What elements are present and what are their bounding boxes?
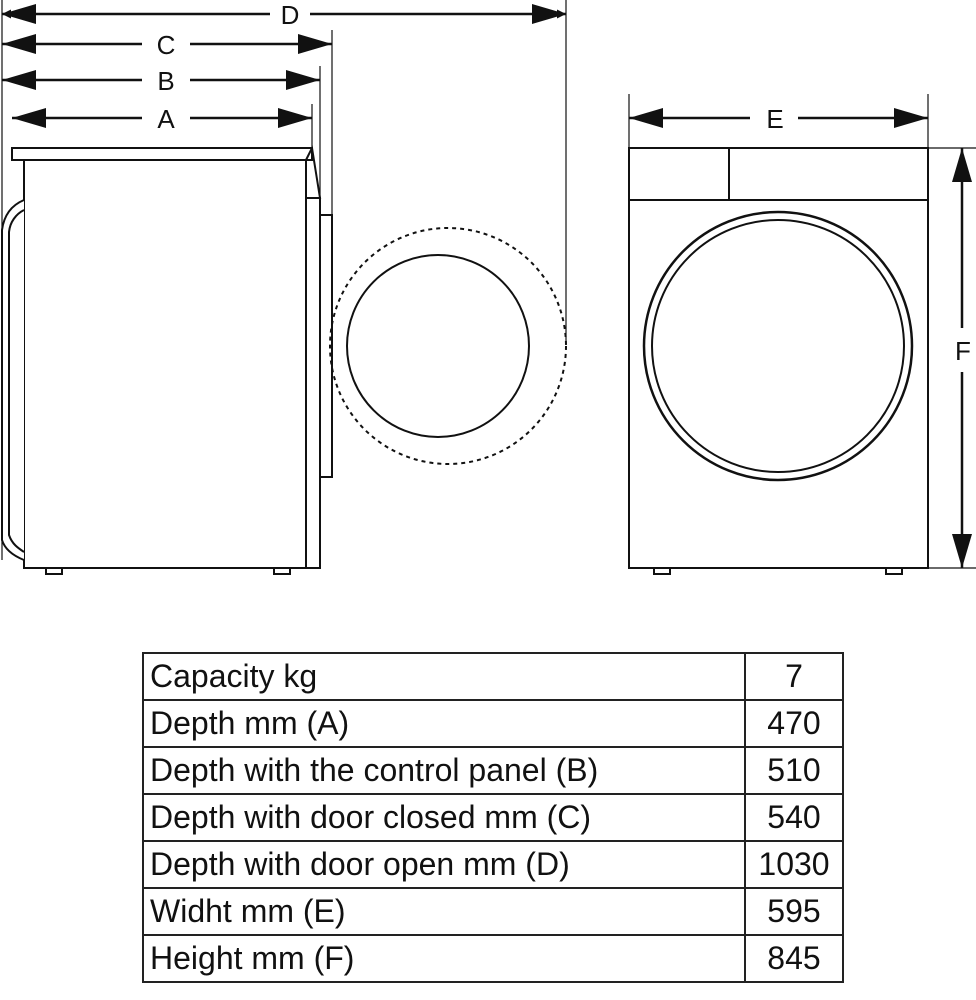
- spec-label: Depth with the control panel (B): [142, 746, 746, 795]
- table-row: Height mm (F) 845: [142, 934, 844, 983]
- spec-label: Widht mm (E): [142, 887, 746, 936]
- dimension-a-label: A: [157, 104, 175, 134]
- dimension-a: A: [12, 104, 313, 148]
- dimension-b-label: B: [157, 66, 174, 96]
- spec-value: 7: [744, 652, 844, 701]
- dimension-d: D: [2, 0, 567, 345]
- spec-label: Capacity kg: [142, 652, 746, 701]
- specifications-table: Capacity kg 7 Depth mm (A) 470 Depth wit…: [142, 652, 844, 983]
- front-view: [628, 147, 929, 575]
- spec-label: Depth with door closed mm (C): [142, 793, 746, 842]
- table-row: Depth with the control panel (B) 510: [142, 746, 844, 795]
- spec-label: Height mm (F): [142, 934, 746, 983]
- spec-value: 470: [744, 699, 844, 748]
- dimension-b: B: [2, 66, 321, 210]
- spec-value: 510: [744, 746, 844, 795]
- spec-label: Depth mm (A): [142, 699, 746, 748]
- spec-value: 540: [744, 793, 844, 842]
- side-view: [1, 144, 567, 575]
- dimension-c: C: [2, 30, 333, 215]
- dimension-c-label: C: [157, 30, 176, 60]
- spec-label: Depth with door open mm (D): [142, 840, 746, 889]
- spec-value: 595: [744, 887, 844, 936]
- appliance-dimension-drawing: D C B A: [1, 0, 976, 575]
- dimension-d-label: D: [281, 0, 300, 30]
- table-row: Widht mm (E) 595: [142, 887, 844, 936]
- table-row: Depth with door closed mm (C) 540: [142, 793, 844, 842]
- table-row: Capacity kg 7: [142, 652, 844, 701]
- dimension-f: F: [928, 147, 976, 569]
- table-row: Depth mm (A) 470: [142, 699, 844, 748]
- dimension-e-label: E: [766, 104, 783, 134]
- dimension-f-label: F: [955, 336, 971, 366]
- dimension-e: E: [628, 94, 929, 148]
- spec-value: 1030: [744, 840, 844, 889]
- table-row: Depth with door open mm (D) 1030: [142, 840, 844, 889]
- spec-value: 845: [744, 934, 844, 983]
